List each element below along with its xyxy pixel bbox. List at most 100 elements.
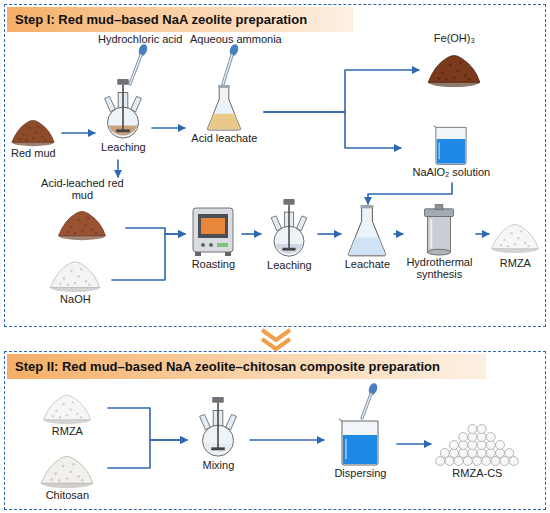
reactor-icon-part — [105, 97, 116, 113]
flow-arrow — [151, 127, 185, 129]
beads-icon-part — [502, 459, 504, 461]
furnace-icon-part — [198, 214, 228, 238]
pile-icon-part — [453, 77, 456, 80]
beaker-icon-part — [439, 143, 440, 160]
process-item: RMZA-CS — [431, 411, 523, 485]
pipette-tube — [362, 394, 371, 418]
pile-icon-part — [518, 238, 520, 240]
flow-arrow — [117, 159, 119, 177]
pile-icon-part — [42, 457, 94, 484]
beads-icon-part — [500, 457, 509, 466]
pile-icon-part — [514, 244, 516, 246]
step-heading: Step II: Red mud–based NaA zeolite–chito… — [7, 354, 486, 379]
pile-icon-part — [89, 284, 92, 287]
beads-icon-part — [468, 425, 477, 434]
pile-icon — [39, 251, 111, 293]
pile-icon-part — [23, 134, 25, 136]
pile-icon — [27, 445, 107, 489]
flow-arrow — [393, 233, 403, 235]
pile-icon — [27, 385, 107, 425]
pile-icon-part — [78, 476, 81, 479]
item-label: RMZA — [500, 257, 531, 269]
item-label: Hydrothermal synthesis — [403, 256, 475, 280]
pile-icon-part — [74, 282, 77, 285]
beads-icon-part — [470, 443, 472, 445]
step-heading: Step I: Red mud–based NaA zeolite prepar… — [7, 7, 353, 32]
flow-arrow — [263, 112, 401, 148]
pipette-tube — [130, 55, 141, 84]
reactor-icon-part — [226, 415, 237, 431]
beads-icon-part — [456, 459, 458, 461]
beads-icon-part — [459, 433, 468, 442]
pile-icon-part — [60, 283, 63, 286]
pile-icon-part — [95, 232, 97, 234]
pile-icon-part — [460, 62, 463, 65]
item-label: RMZA-CS — [452, 467, 502, 479]
beads-icon-part — [479, 443, 481, 445]
beads-icon-part — [511, 459, 513, 461]
pile-icon-part — [468, 78, 471, 81]
pile-icon-part — [32, 138, 34, 140]
process-item: Leachate — [341, 204, 393, 276]
furnace-icon-part — [201, 218, 225, 234]
reactor-icon — [95, 79, 151, 141]
pipette-bulb — [228, 43, 240, 57]
beads-icon-part — [488, 451, 490, 453]
beads-icon-part — [493, 459, 495, 461]
item-label: Leaching — [267, 259, 312, 271]
process-item: Acid-leached red mud — [39, 177, 125, 247]
flow-arrow — [475, 233, 489, 235]
process-item: Roasting — [185, 204, 241, 276]
pile-icon-part — [56, 410, 58, 412]
beads-icon-part — [507, 451, 509, 453]
flow-arrow — [368, 182, 452, 204]
flask-icon-part — [349, 238, 385, 255]
pile-icon — [5, 111, 61, 147]
autoclave-icon — [403, 204, 475, 256]
beaker-icon-part — [437, 140, 466, 164]
flow-arrow — [111, 234, 185, 280]
process-item: Acid leachate — [185, 84, 263, 150]
pile-icon-part — [63, 403, 65, 405]
pile-icon-part — [445, 78, 448, 81]
beads-icon-part — [487, 433, 496, 442]
reactor-icon — [187, 397, 249, 459]
pile-icon-part — [78, 276, 81, 279]
pile-icon-part — [66, 478, 69, 481]
beads-icon-part — [496, 441, 505, 450]
pile-icon-part — [438, 77, 441, 80]
flask-icon-part — [219, 85, 231, 88]
beads-icon — [431, 411, 523, 467]
item-label: Fe(OH)₃ — [434, 32, 475, 44]
pile-icon-part — [52, 415, 54, 417]
pile-icon-part — [507, 245, 509, 247]
autoclave-icon-part — [428, 250, 451, 256]
beaker-icon-part — [339, 419, 378, 465]
reagent-label: Hydrochloric acid — [98, 33, 182, 45]
flow-arrow — [107, 408, 187, 440]
flow-arrow — [263, 70, 419, 112]
flow-arrow — [61, 132, 95, 134]
beads-icon-part — [452, 451, 454, 453]
process-item: Chitosan — [27, 445, 107, 505]
pile-icon-part — [511, 232, 513, 234]
pile-icon-part — [70, 409, 72, 411]
pile-icon-part — [45, 139, 47, 141]
pipette-tube — [130, 55, 141, 84]
pipette — [362, 382, 379, 418]
pile-icon-part — [81, 479, 84, 482]
pile-icon-part — [449, 64, 452, 67]
pipette-tube — [223, 55, 232, 84]
reactor-icon-part — [218, 403, 220, 450]
pile-icon-part — [81, 268, 84, 271]
process-item: RMZA — [27, 385, 107, 441]
pile-icon-part — [74, 232, 76, 234]
step-panel: Step II: Red mud–based NaA zeolite–chito… — [4, 351, 546, 510]
flask-icon — [185, 84, 263, 132]
pile-icon-part — [492, 225, 539, 249]
flask-icon — [341, 204, 393, 258]
process-item: Hydrothermal synthesis — [403, 204, 475, 292]
process-item: Leaching — [261, 199, 317, 276]
autoclave-icon-part — [431, 220, 433, 249]
